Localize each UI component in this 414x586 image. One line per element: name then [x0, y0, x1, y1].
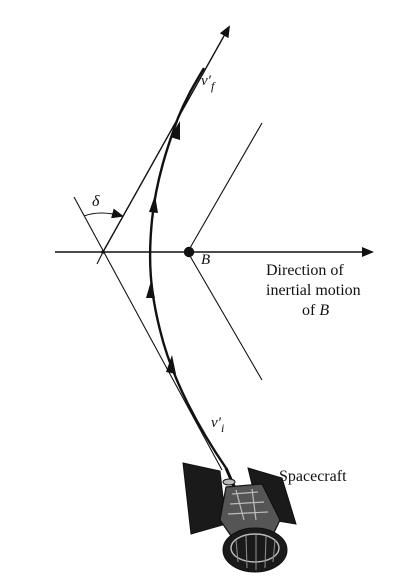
spacecraft-left-panel: [182, 462, 227, 535]
trajectory-arrow-3: [149, 195, 158, 213]
trajectory-arrows: [146, 121, 180, 374]
spacecraft-drum-ring: [230, 533, 280, 563]
direction-caption-line-1: Direction of: [266, 262, 344, 279]
outgoing-asymptote: [102, 25, 230, 253]
direction-caption-line-3: of B: [302, 302, 329, 319]
final-velocity-label: v′f: [201, 73, 216, 93]
trajectory-arrow-1: [166, 355, 176, 374]
direction-caption-line-2: inertial motion: [266, 282, 361, 299]
spacecraft-label: Spacecraft: [279, 468, 347, 485]
incoming-asymptote: [73, 196, 223, 471]
trajectory-arrow-2: [146, 281, 155, 298]
outgoing-asymptote-extension: [96, 251, 104, 265]
parallel-line-upper: [189, 122, 263, 249]
body-marker: [183, 246, 195, 258]
deflection-angle-label: δ: [92, 193, 100, 210]
spacecraft-icon: [182, 462, 297, 573]
trajectory-curve: [148, 67, 227, 469]
spacecraft-drum: [222, 527, 288, 573]
spacecraft-drum-stripes: [235, 535, 276, 570]
deflection-angle-arc: [83, 208, 124, 219]
parallel-line-lower: [189, 255, 263, 381]
trajectory-arrow-4: [170, 121, 180, 140]
asymptote-intersection: [101, 250, 105, 254]
spacecraft-antenna: [222, 478, 236, 486]
initial-velocity-label: v′i: [211, 415, 224, 435]
body-label: B: [201, 252, 210, 268]
spacecraft-truss: [227, 488, 269, 521]
